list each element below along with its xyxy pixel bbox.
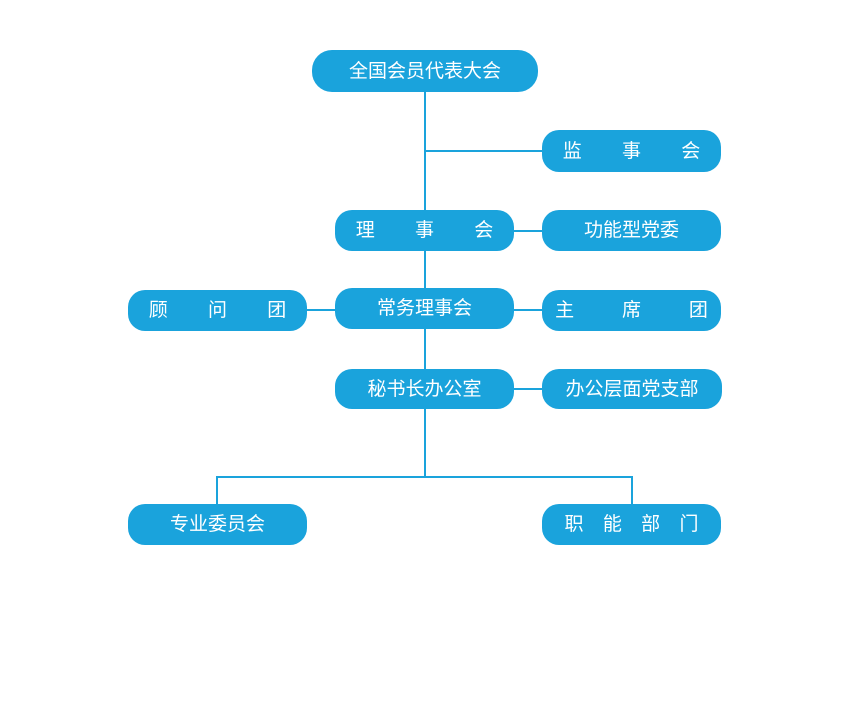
connector-standing-to-presidium [513, 309, 544, 311]
connector-council-to-standing [424, 250, 426, 288]
connector-secretariat-to-party-branch [513, 388, 544, 390]
node-general-assembly: 全国会员代表大会 [312, 50, 538, 92]
node-specialized-committees: 专业委员会 [128, 504, 307, 545]
node-functional-departments: 职 能 部 门 [542, 504, 721, 545]
connector-to-specialized-committees [216, 476, 218, 506]
connector-standing-to-secretariat [424, 328, 426, 369]
node-party-committee: 功能型党委 [542, 210, 721, 251]
node-presidium: 主 席 团 [542, 290, 721, 331]
connector-council-to-party-committee [513, 230, 544, 232]
connector-bottom-horizontal [216, 476, 633, 478]
node-advisory-group: 顾 问 团 [128, 290, 307, 331]
node-supervisory-board: 监 事 会 [542, 130, 721, 172]
connector-to-functional-departments [631, 476, 633, 506]
connector-standing-to-advisory [305, 309, 337, 311]
node-secretariat: 秘书长办公室 [335, 369, 514, 409]
connector-secretariat-down [424, 408, 426, 478]
connector-to-supervisory-board [424, 150, 544, 152]
node-council: 理 事 会 [335, 210, 514, 251]
node-standing-council: 常务理事会 [335, 288, 514, 329]
node-office-party-branch: 办公层面党支部 [542, 369, 722, 409]
